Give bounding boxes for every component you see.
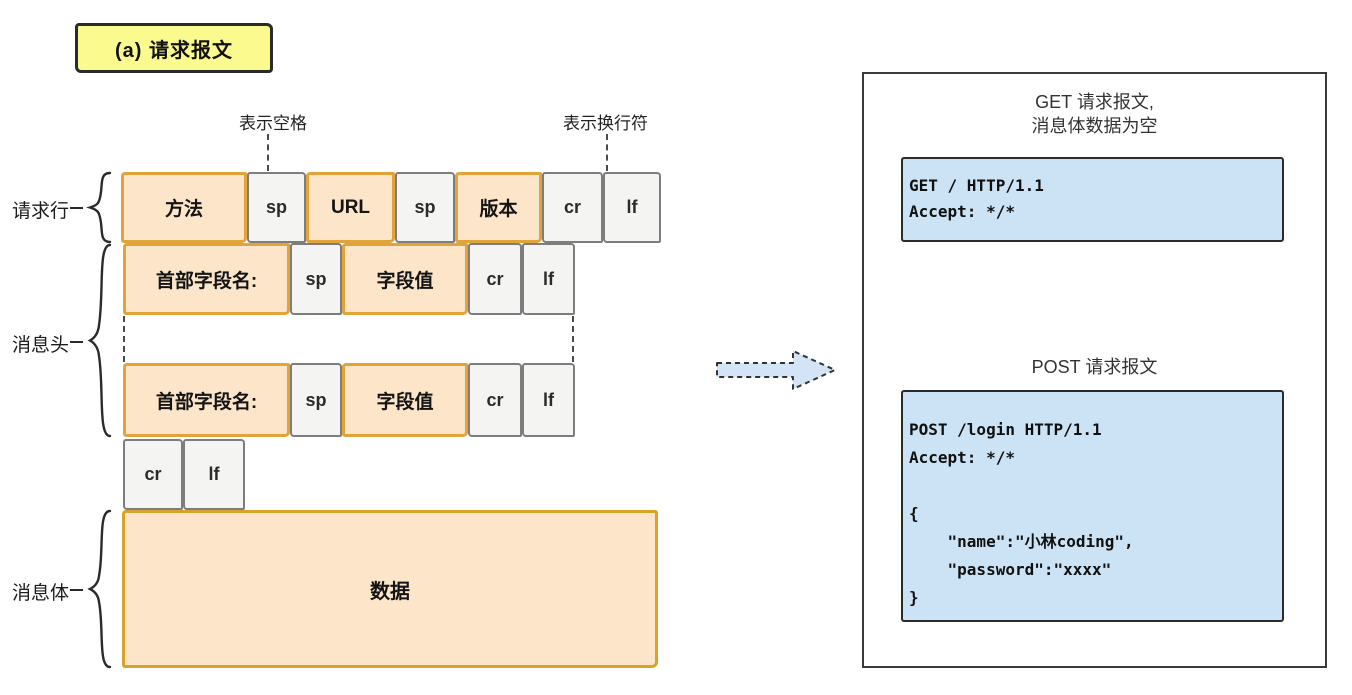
- space-annotation: 表示空格: [239, 114, 307, 133]
- cell-url: URL: [306, 172, 395, 243]
- cell-cr: cr: [468, 363, 522, 437]
- cell-sp: sp: [395, 172, 455, 243]
- request-line-row: 方法 sp URL sp 版本 cr lf: [121, 172, 661, 243]
- cell-lf: lf: [183, 439, 245, 510]
- cell-method: 方法: [121, 172, 247, 243]
- post-example-title: POST 请求报文: [1031, 357, 1158, 377]
- get-example-title: GET 请求报文, 消息体数据为空: [1031, 92, 1158, 137]
- cell-cr: cr: [542, 172, 603, 243]
- cell-sp: sp: [290, 363, 342, 437]
- cell-field-value: 字段值: [342, 363, 468, 437]
- label-message-body: 消息体: [12, 583, 70, 604]
- space-leader-line: [267, 134, 269, 171]
- message-body-connector: [70, 589, 83, 591]
- get-request-codebox: GET / HTTP/1.1 Accept: */*: [901, 157, 1284, 242]
- blank-line-row: cr lf: [123, 439, 245, 510]
- body-data-box: 数据: [122, 510, 658, 668]
- diagram-title-badge: (a) 请求报文: [75, 23, 273, 73]
- right-arrow-icon: [716, 350, 836, 390]
- cell-sp: sp: [247, 172, 306, 243]
- cell-cr: cr: [468, 243, 522, 315]
- message-body-brace: [87, 509, 112, 669]
- header-row-2: 首部字段名: sp 字段值 cr lf: [123, 363, 575, 437]
- cell-lf: lf: [603, 172, 661, 243]
- post-request-code: POST /login HTTP/1.1 Accept: */* { "name…: [909, 420, 1134, 607]
- label-request-line: 请求行: [12, 201, 70, 222]
- header-gap-right-dash: [572, 316, 574, 362]
- cell-header-name: 首部字段名:: [123, 363, 290, 437]
- cell-field-value: 字段值: [342, 243, 468, 315]
- cell-sp: sp: [290, 243, 342, 315]
- newline-annotation: 表示换行符: [563, 114, 648, 133]
- post-request-codebox: POST /login HTTP/1.1 Accept: */* { "name…: [901, 390, 1284, 622]
- label-message-header: 消息头: [12, 335, 70, 356]
- message-header-brace: [87, 243, 112, 438]
- message-header-connector: [70, 341, 83, 343]
- request-line-brace: [85, 171, 112, 244]
- request-line-connector: [70, 207, 83, 209]
- cell-lf: lf: [522, 243, 575, 315]
- cell-cr: cr: [123, 439, 183, 510]
- get-request-code: GET / HTTP/1.1 Accept: */*: [909, 176, 1044, 221]
- header-row-1: 首部字段名: sp 字段值 cr lf: [123, 243, 575, 315]
- cell-lf: lf: [522, 363, 575, 437]
- cell-version: 版本: [455, 172, 542, 243]
- header-gap-left-dash: [123, 316, 125, 362]
- cell-header-name: 首部字段名:: [123, 243, 290, 315]
- newline-leader-line: [606, 134, 608, 171]
- examples-panel: GET 请求报文, 消息体数据为空 GET / HTTP/1.1 Accept:…: [862, 72, 1327, 668]
